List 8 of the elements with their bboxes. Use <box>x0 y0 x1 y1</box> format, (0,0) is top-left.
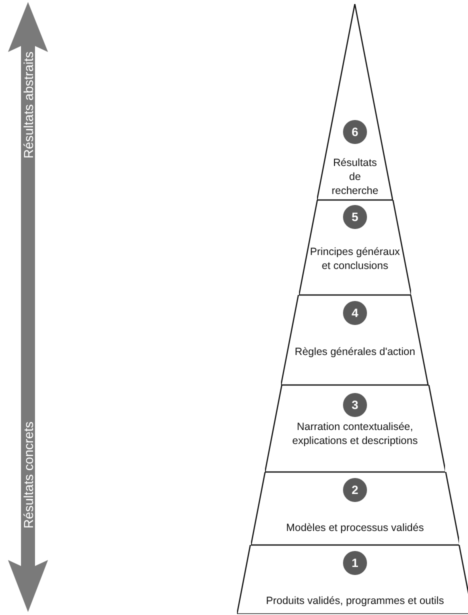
level-label: Produits validés, programmes et outils <box>266 594 444 608</box>
level-label: Principes généraux et conclusions <box>309 245 401 273</box>
axis-label: Résultats concrets <box>21 422 36 528</box>
level-label: Règles générales d'action <box>294 345 416 359</box>
level-label: Narration contextualisée, explications et descriptions <box>291 420 419 448</box>
axis-label: Résultats abstraits <box>21 52 36 158</box>
level-label: Modèles et processus validés <box>286 521 424 535</box>
level-label: Résultats de recherche <box>330 156 380 198</box>
